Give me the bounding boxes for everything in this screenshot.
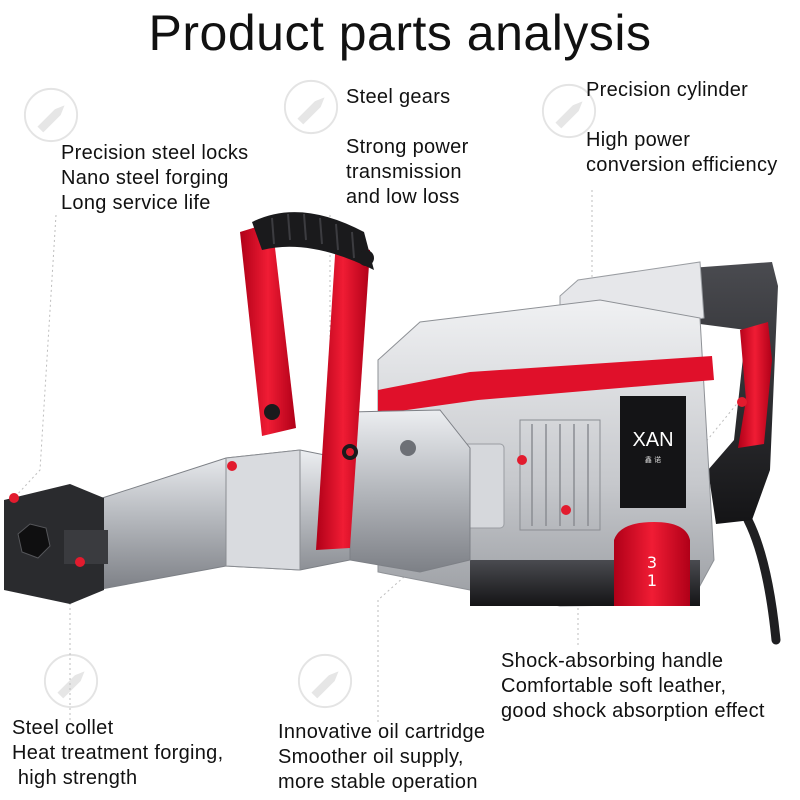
side-vents <box>519 419 601 531</box>
barrel-band <box>225 449 301 571</box>
callout-dot-shock-handle <box>737 397 747 407</box>
demolition-hammer-icon <box>541 83 597 139</box>
callout-steel-collet: Steel collet Heat treatment forging, hig… <box>12 716 223 791</box>
rear-handle-red-insert <box>738 322 772 448</box>
demolition-hammer-icon <box>43 653 99 709</box>
callout-line: good shock absorption effect <box>501 700 765 722</box>
front-barrel <box>95 449 351 591</box>
callout-spacer <box>346 110 469 135</box>
callout-line: and low loss <box>346 186 460 208</box>
demolition-hammer-icon <box>283 79 339 135</box>
callout-oil-cartridge: Innovative oil cartridge Smoother oil su… <box>278 720 485 795</box>
callout-spacer <box>586 103 778 128</box>
leader-line-steel-locks <box>13 214 57 499</box>
hex-socket <box>17 523 51 559</box>
callout-line: Steel gears <box>346 86 451 108</box>
callout-dot-body <box>517 455 527 465</box>
callout-line: Long service life <box>61 192 211 214</box>
callout-line: High power <box>586 129 691 151</box>
callout-shock-handle: Shock-absorbing handle Comfortable soft … <box>501 649 765 724</box>
callout-line: Comfortable soft leather, <box>501 675 727 697</box>
callout-line: Precision steel locks <box>61 142 249 164</box>
demolition-hammer-icon <box>297 653 353 709</box>
side-badge <box>614 522 690 606</box>
callout-line: Steel collet <box>12 717 114 739</box>
callout-line: conversion efficiency <box>586 154 778 176</box>
front-handle-arm <box>240 222 296 436</box>
callout-line: more stable operation <box>278 771 478 793</box>
callout-line: Heat treatment forging, <box>12 742 224 764</box>
callout-line: high strength <box>12 767 138 789</box>
callout-steel-locks: Precision steel locks Nano steel forging… <box>61 141 248 216</box>
callout-line: Innovative oil cartridge <box>278 721 486 743</box>
front-handle-arm-2 <box>316 240 370 550</box>
svg-text:1: 1 <box>647 571 657 590</box>
callout-dot-collet-2 <box>75 557 85 567</box>
page-title: Product parts analysis <box>148 5 652 61</box>
callout-line: Strong power <box>346 136 469 158</box>
side-badge-text: 3 <box>647 553 657 572</box>
callout-dot-oil-cartridge <box>561 505 571 515</box>
brand-logo: XAN <box>632 429 673 451</box>
callout-line: Precision cylinder <box>586 79 749 101</box>
callout-line: transmission <box>346 161 462 183</box>
brand-logo-panel <box>620 396 686 508</box>
demolition-hammer-icon <box>23 87 79 143</box>
callout-line: Nano steel forging <box>61 167 229 189</box>
steel-collet <box>4 484 104 604</box>
callout-dot-barrel <box>227 461 237 471</box>
callout-line: Shock-absorbing handle <box>501 650 724 672</box>
leader-line-oil-cartridge <box>377 544 441 722</box>
callout-dots <box>9 397 747 567</box>
front-handle-grip <box>252 212 374 270</box>
callout-dot-steel-collet <box>9 493 19 503</box>
power-cord <box>743 515 781 645</box>
red-accent-stripe <box>378 356 714 414</box>
callout-dot-gear-box <box>346 448 354 456</box>
brand-logo-sub: 鑫 诺 <box>645 455 661 464</box>
callout-line: Smoother oil supply, <box>278 746 464 768</box>
callout-cylinder: Precision cylinder High power conversion… <box>586 78 778 178</box>
gear-box <box>349 409 471 573</box>
callout-steel-gears: Steel gears Strong power transmission an… <box>346 85 469 210</box>
